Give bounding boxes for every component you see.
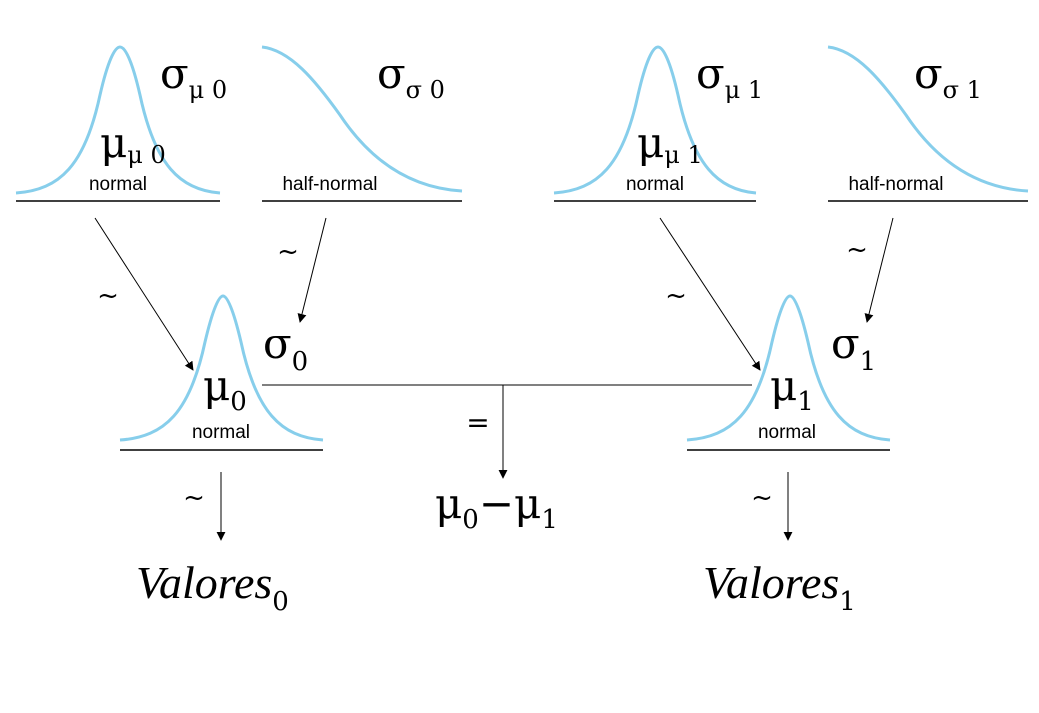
arrow-sigma1-prior-to-sigma1: [864, 217, 894, 323]
prior-sigma-sigma1: half-normal σσ 1: [827, 45, 1029, 202]
sigma-mu1-symbol: σμ 1: [696, 49, 763, 104]
tilde-values0: ~: [183, 483, 205, 513]
arrow-mu-mu1-to-mu1: [659, 217, 761, 371]
half-normal-curve: [261, 45, 463, 193]
param-mu1: normal μ1 σ1: [686, 294, 891, 451]
dist-label: normal: [626, 174, 684, 195]
arrow-mu-mu0-to-mu0: [94, 217, 194, 371]
values1-label: Valores1: [703, 557, 856, 617]
arrow-sigma0-prior-to-sigma0: [297, 217, 327, 323]
values0-label: Valores0: [136, 557, 289, 617]
half-normal-curve: [827, 45, 1029, 193]
difference-label: μ0−μ1: [435, 479, 558, 535]
dist-label: normal: [758, 422, 816, 443]
sigma-sigma0-symbol: σσ 0: [377, 49, 445, 104]
prior-mu-mu1: normal μμ 1 σμ 1: [553, 45, 763, 202]
mu0-symbol: μ0: [203, 361, 247, 417]
sigma-mu0-symbol: σμ 0: [160, 49, 227, 104]
mu-mu1-symbol: μμ 1: [637, 118, 703, 169]
prior-mu-mu0: normal μμ 0 σμ 0: [15, 45, 227, 202]
sigma0-symbol: σ0: [263, 319, 308, 377]
tilde-mu1: ~: [665, 281, 687, 311]
mu1-symbol: μ1: [770, 361, 814, 417]
normal-curve: [686, 294, 891, 442]
dist-label: normal: [89, 174, 147, 195]
prior-sigma-sigma0: half-normal σσ 0: [261, 45, 463, 202]
sigma1-symbol: σ1: [831, 319, 876, 377]
tilde-sigma0: ~: [277, 237, 299, 267]
tilde-values1: ~: [751, 483, 773, 513]
normal-curve: [553, 45, 757, 195]
equals-sign: =: [466, 406, 489, 439]
dist-label: normal: [192, 422, 250, 443]
dist-label: half-normal: [282, 174, 377, 195]
dist-label: half-normal: [848, 174, 943, 195]
mu-mu0-symbol: μμ 0: [100, 118, 166, 169]
tilde-sigma1: ~: [846, 235, 868, 265]
normal-curve: [119, 294, 324, 442]
tilde-mu0: ~: [97, 281, 119, 311]
sigma-sigma1-symbol: σσ 1: [914, 49, 982, 104]
normal-curve: [15, 45, 221, 195]
param-mu0: normal μ0 σ0: [119, 294, 324, 451]
